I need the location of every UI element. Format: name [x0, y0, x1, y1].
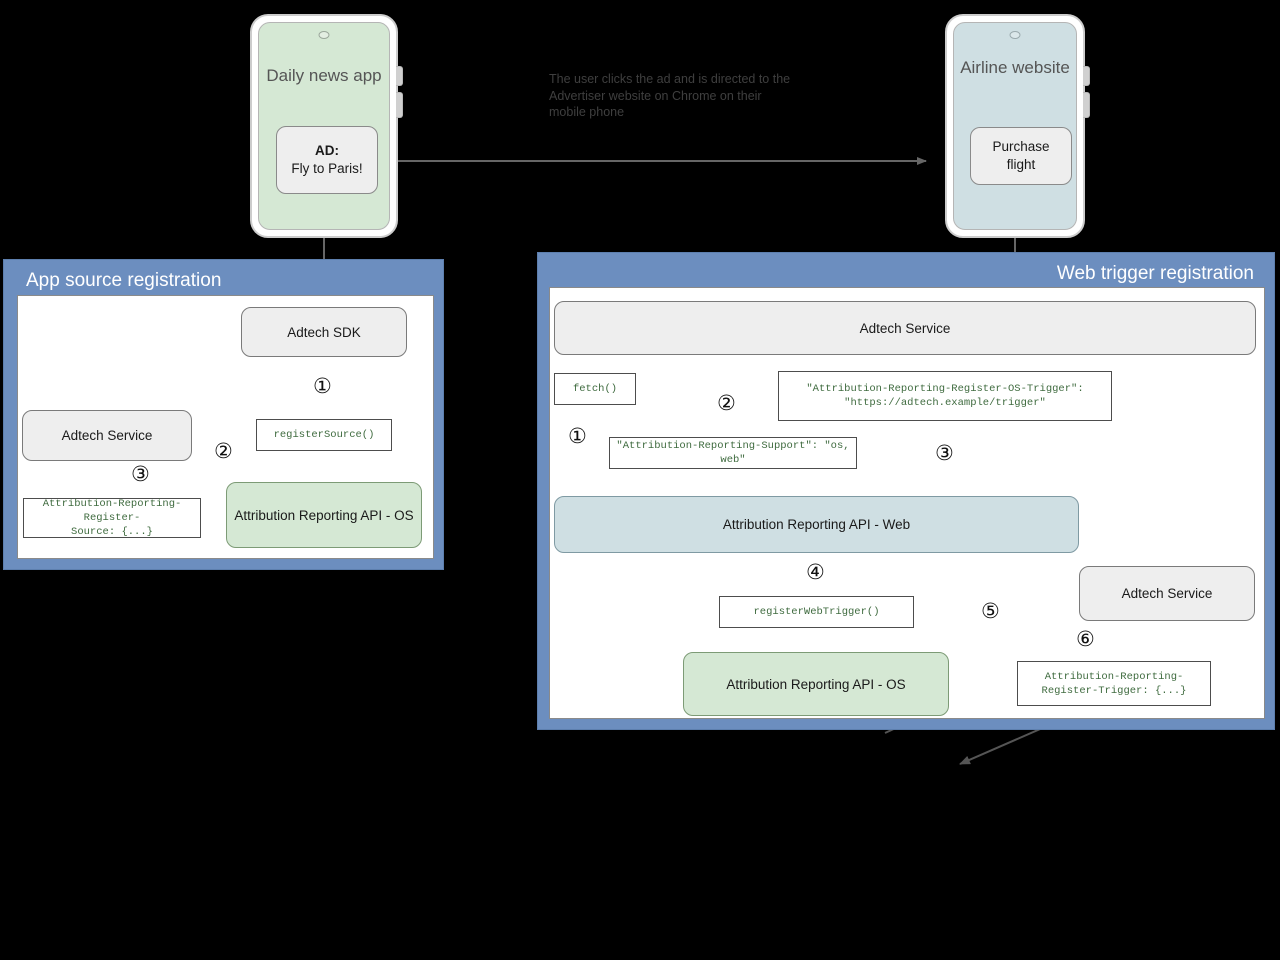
node-adtech-sdk-label: Adtech SDK [287, 324, 361, 340]
codebox-register-source-header-text: Attribution-Reporting-Register- Source: … [42, 498, 182, 538]
codebox-register-os-trigger: "Attribution-Reporting-Register-OS-Trigg… [778, 371, 1112, 421]
step-badge-3-right: ③ [935, 441, 954, 465]
ad-card-line1: AD: [315, 143, 339, 158]
codebox-register-source: registerSource() [256, 419, 392, 451]
node-ara-os-left-label: Attribution Reporting API - OS [234, 507, 414, 523]
node-adtech-service-top-right-label: Adtech Service [859, 320, 951, 336]
step-badge-2-right: ② [717, 391, 736, 415]
codebox-register-source-text: registerSource() [273, 429, 375, 441]
codebox-register-source-header: Attribution-Reporting-Register- Source: … [23, 498, 201, 538]
step-badge-5-right: ⑤ [981, 599, 1000, 623]
phone-left-title: Daily news app [266, 66, 382, 85]
node-ara-web-label: Attribution Reporting API - Web [722, 517, 911, 532]
codebox-register-web-trigger: registerWebTrigger() [719, 596, 914, 628]
phone-daily-news: Daily news app AD: Fly to Paris! [250, 14, 398, 238]
phone-screen-left: Daily news app AD: Fly to Paris! [258, 22, 390, 230]
codebox-fetch: fetch() [554, 373, 636, 405]
phone-left-side-button-1 [396, 66, 403, 86]
codebox-support-header-text: "Attribution-Reporting-Support": "os, we… [616, 440, 850, 466]
phone-right-side-button-1 [1083, 66, 1090, 86]
phone-camera-icon [1009, 31, 1021, 39]
codebox-fetch-text: fetch() [572, 383, 618, 395]
ad-card[interactable]: AD: Fly to Paris! [276, 126, 378, 194]
phone-left-side-button-2 [396, 92, 403, 118]
ad-card-line2: Fly to Paris! [291, 161, 363, 176]
codebox-register-trigger-header-text: Attribution-Reporting- Register-Trigger:… [1041, 670, 1187, 697]
step-badge-4-right: ④ [806, 560, 825, 584]
codebox-support-header: "Attribution-Reporting-Support": "os, we… [609, 437, 857, 469]
node-adtech-service-bottom-right[interactable]: Adtech Service [1079, 566, 1255, 621]
phone-airline-website: Airline website Purchase flight [945, 14, 1085, 238]
step-badge-1-right: ① [568, 424, 587, 448]
node-adtech-service-left[interactable]: Adtech Service [22, 410, 192, 461]
panel-title-web-trigger: Web trigger registration [1056, 263, 1254, 284]
codebox-register-web-trigger-text: registerWebTrigger() [753, 606, 880, 618]
purchase-card-line1: Purchase [992, 139, 1050, 154]
step-badge-3-left: ③ [131, 462, 150, 486]
node-ara-os-left[interactable]: Attribution Reporting API - OS [226, 482, 422, 548]
node-adtech-service-top-right[interactable]: Adtech Service [554, 301, 1256, 355]
phone-camera-icon [318, 31, 330, 39]
panel-title-app-source: App source registration [26, 270, 222, 291]
node-ara-web[interactable]: Attribution Reporting API - Web [554, 496, 1079, 553]
node-ara-os-right[interactable]: Attribution Reporting API - OS [683, 652, 949, 716]
phone-screen-right: Airline website Purchase flight [953, 22, 1077, 230]
step-badge-1-left: ① [313, 374, 332, 398]
flow-caption: The user clicks the ad and is directed t… [549, 72, 791, 119]
phone-right-side-button-2 [1083, 92, 1090, 118]
purchase-flight-card[interactable]: Purchase flight [970, 127, 1072, 185]
node-adtech-service-bottom-right-label: Adtech Service [1121, 586, 1213, 601]
codebox-register-os-trigger-text: "Attribution-Reporting-Register-OS-Trigg… [806, 383, 1084, 409]
step-badge-2-left: ② [214, 439, 233, 463]
codebox-register-trigger-header: Attribution-Reporting- Register-Trigger:… [1017, 661, 1211, 706]
step-badge-6-right: ⑥ [1076, 627, 1095, 651]
node-ara-os-right-label: Attribution Reporting API - OS [726, 676, 906, 692]
purchase-card-line2: flight [1006, 157, 1036, 172]
phone-right-title: Airline website [960, 58, 1070, 77]
node-adtech-sdk[interactable]: Adtech SDK [241, 307, 407, 357]
node-adtech-service-left-label: Adtech Service [61, 428, 153, 443]
